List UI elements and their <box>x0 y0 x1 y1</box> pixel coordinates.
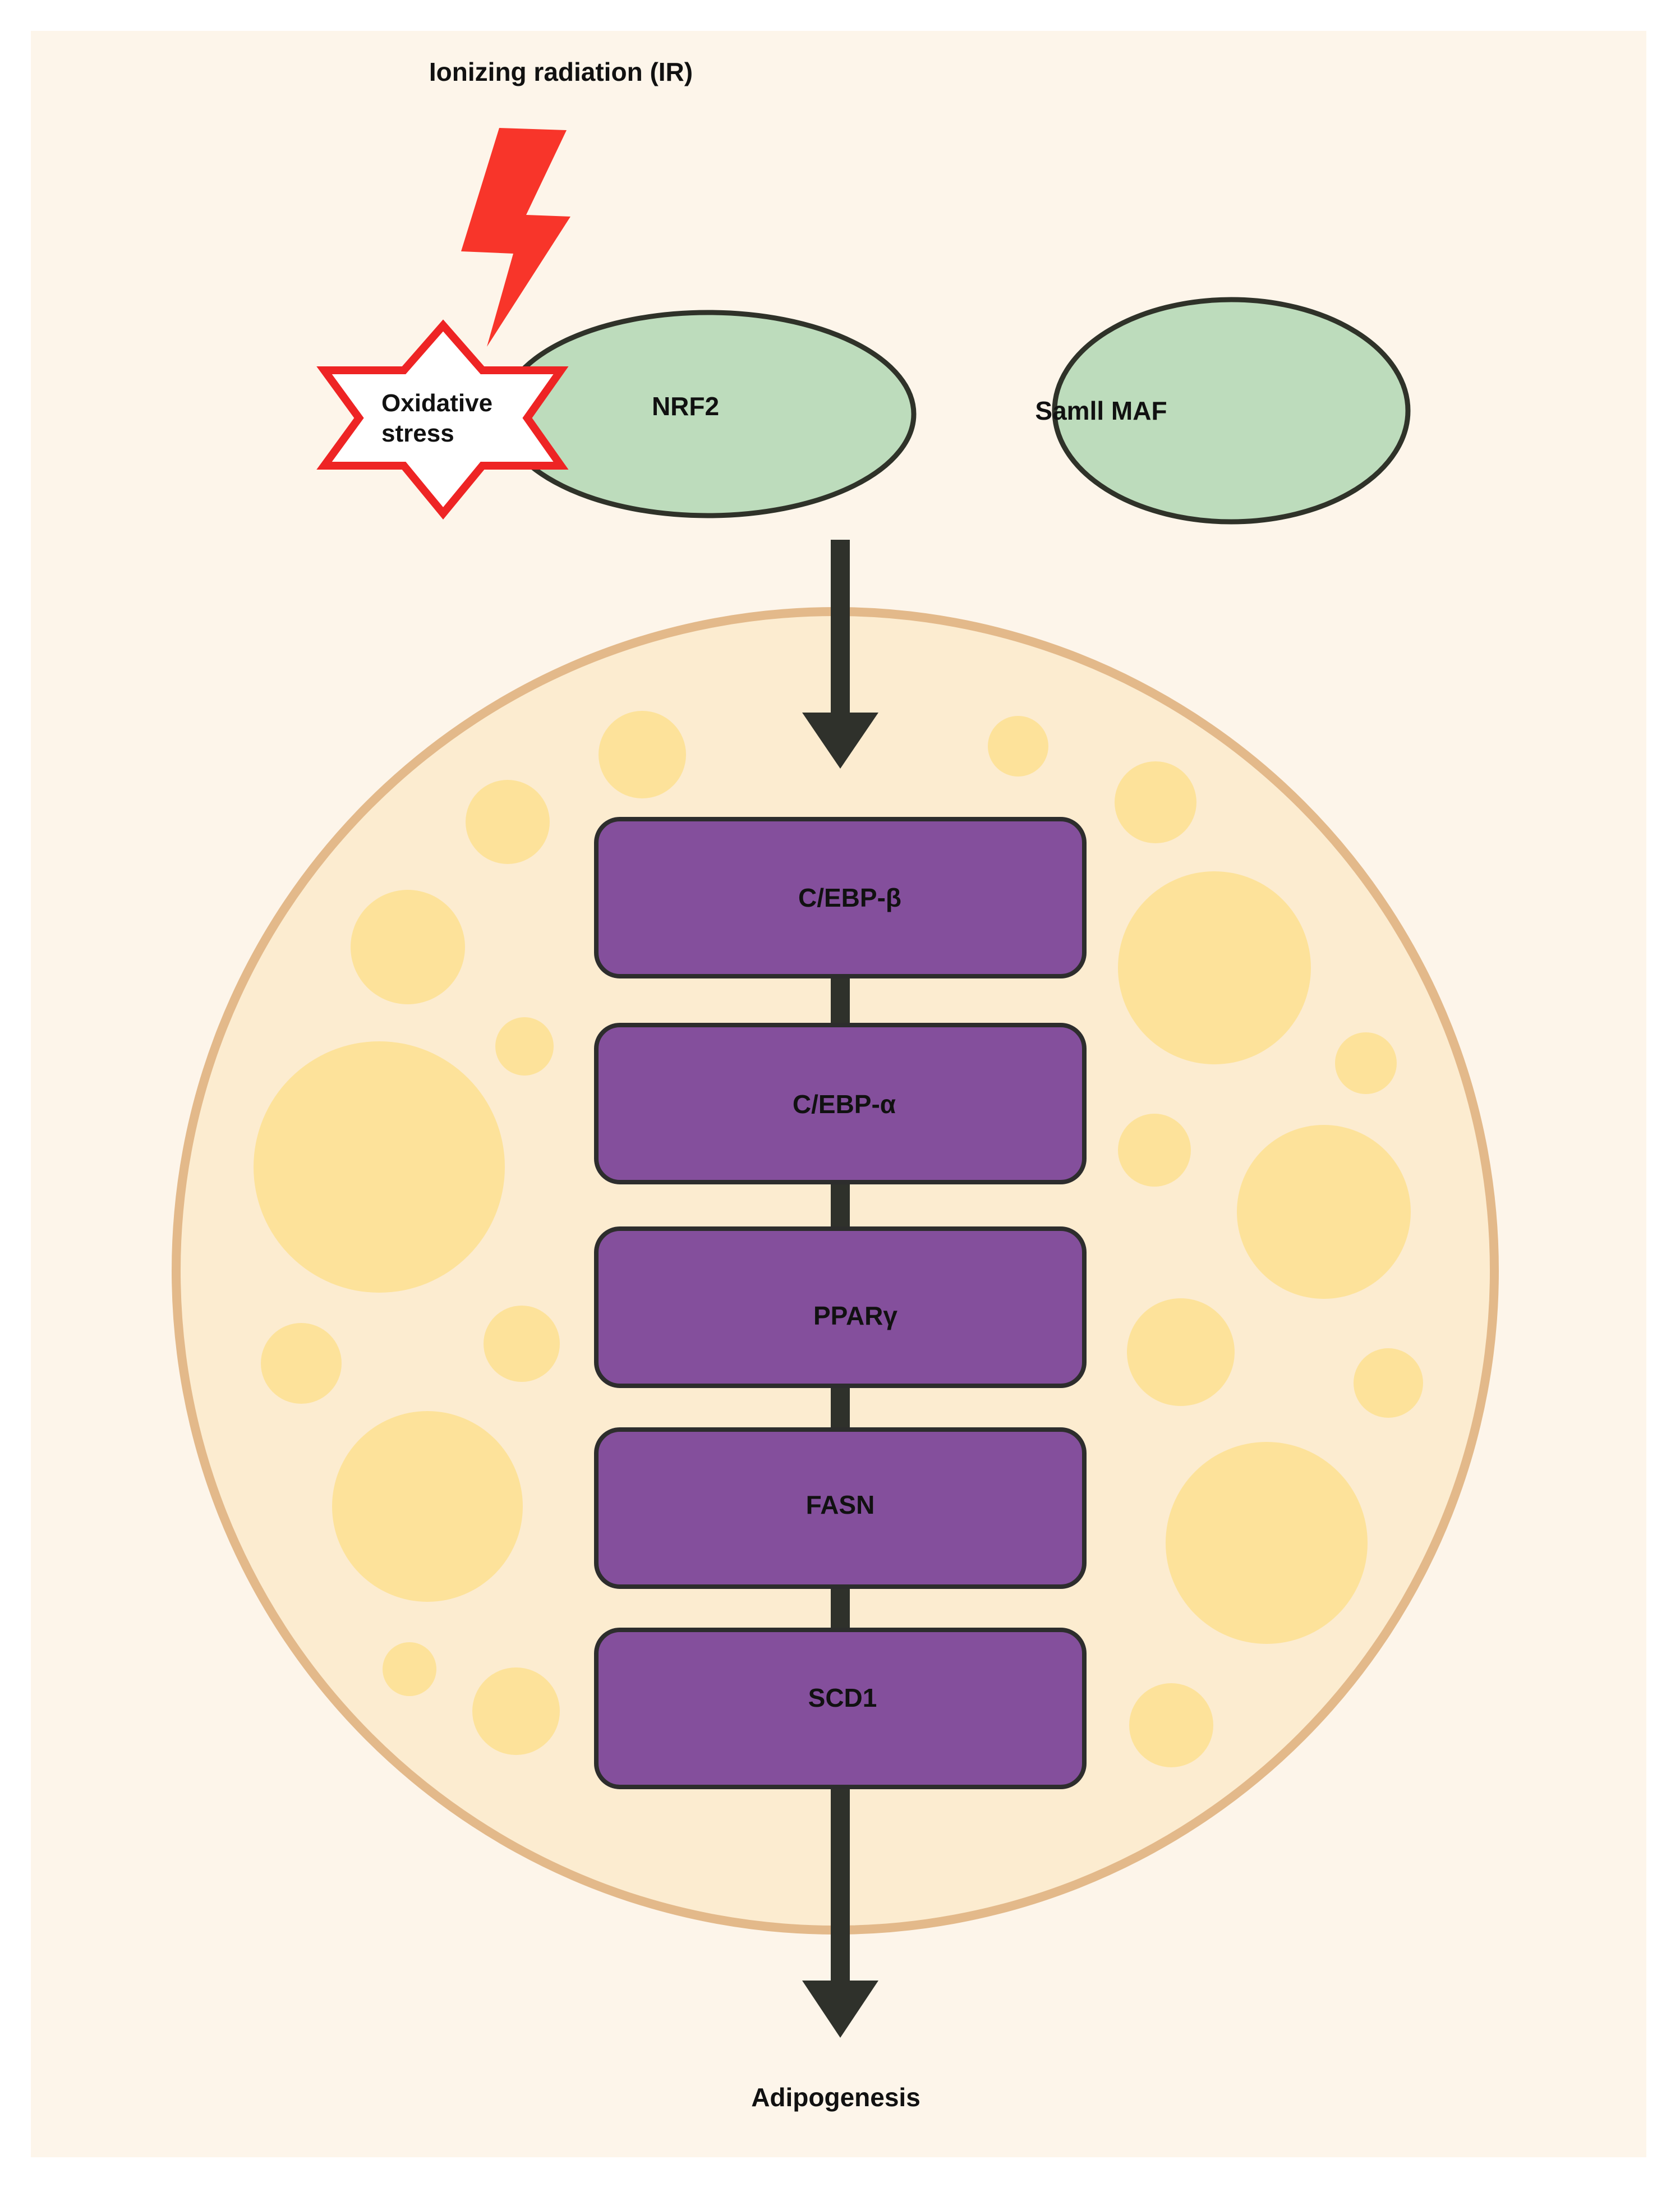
cascade-box <box>594 1628 1087 1789</box>
lipid-droplet <box>599 711 686 798</box>
trigger-label: Ionizing radiation (IR) <box>429 57 693 86</box>
cascade-box-ppar: PPARγ <box>594 1226 1087 1388</box>
lipid-droplet <box>261 1323 342 1404</box>
lipid-droplet <box>1166 1442 1368 1644</box>
star-shape <box>316 319 569 520</box>
entry-arrow <box>802 540 878 769</box>
oxidative-stress-label: stress <box>381 420 454 447</box>
lipid-droplet <box>1118 871 1311 1064</box>
cascade-box-cebpa: C/EBP-α <box>594 1023 1087 1184</box>
lipid-droplet <box>351 890 465 1004</box>
lipid-droplet <box>1354 1348 1423 1418</box>
lipid-droplet <box>472 1667 560 1755</box>
lipid-droplet <box>484 1306 560 1382</box>
entry-arrowhead <box>802 713 878 769</box>
lipid-droplet <box>254 1041 505 1293</box>
cascade-box <box>594 1226 1087 1388</box>
cascade-box <box>594 817 1087 978</box>
small-maf-label: Samll MAF <box>1035 396 1167 425</box>
lipid-droplet <box>495 1017 554 1076</box>
cascade-box-scd1: SCD1 <box>594 1628 1087 1789</box>
lipid-droplet <box>1335 1032 1397 1094</box>
lipid-droplet <box>1118 1114 1191 1187</box>
lipid-droplet <box>1237 1125 1411 1299</box>
cascade-box-fasn: FASN <box>594 1427 1087 1589</box>
nrf2-protein: NRF2 <box>499 310 917 518</box>
lipid-droplet <box>1129 1683 1213 1767</box>
cascade-label: C/EBP-α <box>793 1090 896 1119</box>
cascade-box <box>594 1023 1087 1184</box>
lipid-droplet <box>332 1411 523 1602</box>
exit-arrow-shaft <box>831 1784 850 1986</box>
oxidative-stress-star: Oxidative stress <box>316 319 569 520</box>
lipid-droplet <box>1127 1298 1235 1406</box>
entry-arrow-shaft <box>831 540 850 718</box>
oxidative-stress-label: Oxidative <box>381 389 493 417</box>
cascade-box <box>594 1427 1087 1589</box>
nrf2-label: NRF2 <box>652 392 719 421</box>
small-maf-protein: Samll MAF <box>1035 297 1411 525</box>
exit-arrowhead <box>802 1981 878 2038</box>
cascade-label: FASN <box>806 1490 875 1519</box>
lipid-droplets <box>254 711 1423 1767</box>
cascade-label: SCD1 <box>808 1683 877 1712</box>
lightning-bolt-icon <box>461 128 570 347</box>
lipid-droplet <box>383 1642 436 1696</box>
small-maf-ellipse <box>1052 297 1411 525</box>
cascade-label: PPARγ <box>813 1301 897 1330</box>
lipid-droplet <box>1115 761 1196 843</box>
lipid-droplet <box>988 716 1048 777</box>
exit-arrow <box>802 1784 878 2038</box>
cascade-box-cebpb: C/EBP-β <box>594 817 1087 978</box>
lipid-droplet <box>466 780 550 864</box>
cascade-label: C/EBP-β <box>798 883 901 912</box>
outcome-label: Adipogenesis <box>751 2083 920 2112</box>
